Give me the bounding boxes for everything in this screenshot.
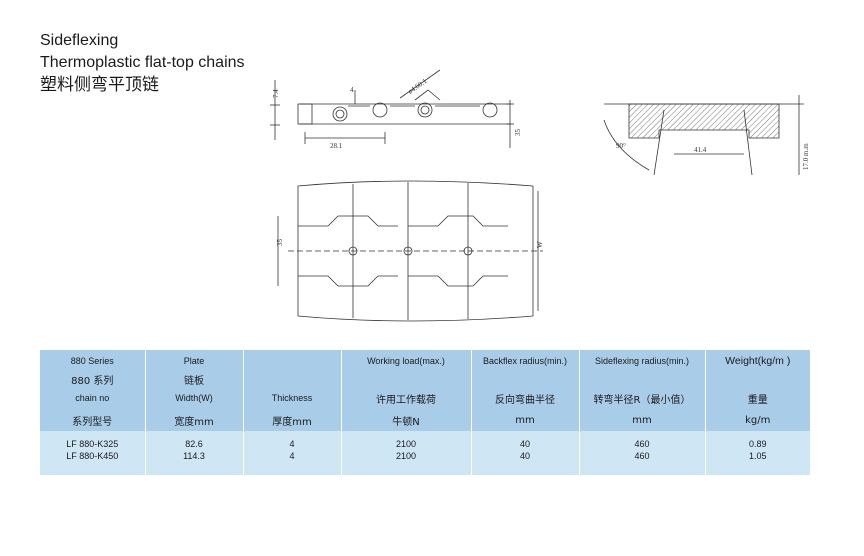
table-cell: 4 (243, 438, 342, 450)
title-thermoplastic: Thermoplastic flat-top chains (40, 54, 245, 71)
table-cell: 1.05 (705, 450, 810, 462)
header-cell: 转弯半径R（最小值） (579, 387, 706, 409)
title-chinese: 塑料侧弯平顶链 (40, 75, 159, 95)
table-cell: 82.6 (145, 438, 244, 450)
header-row-series-cn: 880 系列 链板 (40, 372, 810, 387)
header-cell: 880 系列 (40, 372, 146, 387)
table-cell: 2100 (341, 438, 472, 450)
header-cell: Plate (145, 350, 244, 372)
dim-plan-width: W (536, 241, 544, 248)
dim-plan-left: 35 (276, 239, 284, 247)
table-cell: 2100 (341, 450, 472, 462)
title-sideflexing: Sideflexing (40, 32, 119, 49)
header-row-chain: chain no Width(W) Thickness 许用工作载荷 反向弯曲半… (40, 387, 810, 409)
header-cell: kg/m (705, 409, 810, 431)
chain-section-view-drawing: 41.4 90° 17.0 m.m (603, 95, 810, 176)
header-cell (341, 372, 472, 387)
header-cell: Width(W) (145, 387, 244, 409)
header-cell: mm (579, 409, 706, 431)
table-cell: 40 (471, 450, 580, 462)
header-cell (705, 372, 810, 387)
header-cell (579, 372, 706, 387)
table-row: LF 880-K450 114.3 4 2100 40 460 1.05 (40, 450, 810, 462)
header-cell: 880 Series (40, 350, 146, 372)
table-cell: 114.3 (145, 450, 244, 462)
empty-row (40, 462, 810, 475)
header-cell: Backflex radius(min.) (471, 350, 580, 372)
spec-table: 880 Series Plate Working load(max.) Back… (40, 350, 810, 475)
header-cell: mm (471, 409, 580, 431)
header-cell: Sideflexing radius(min.) (579, 350, 706, 372)
table-row: LF 880-K325 82.6 4 2100 40 460 0.89 (40, 438, 810, 450)
header-cell: 重量 (705, 387, 810, 409)
header-cell: chain no (40, 387, 146, 409)
spacer-row (40, 431, 810, 438)
table-cell: 460 (579, 438, 706, 450)
header-cell: 宽度mm (145, 409, 244, 431)
header-cell (243, 372, 342, 387)
header-cell: Thickness (243, 387, 342, 409)
header-cell (243, 350, 342, 372)
table-cell: LF 880-K450 (40, 450, 146, 462)
title-block: Sideflexing Thermoplastic flat-top chain… (40, 30, 245, 96)
table-cell: 40 (471, 438, 580, 450)
dim-section-right: 17.0 m.m (802, 143, 810, 170)
header-cell: 链板 (145, 372, 244, 387)
dim-section-width: 41.4 (694, 146, 707, 154)
header-cell: 厚度mm (243, 409, 342, 431)
dim-pitch: 28.1 (330, 142, 343, 150)
chain-side-view-drawing: 28.1 4 7.4 35 ø4.60.1 (270, 69, 522, 150)
table-cell: 0.89 (705, 438, 810, 450)
dim-left: 7.4 (272, 89, 280, 98)
table-cell: 4 (243, 450, 342, 462)
header-cell: Working load(max.) (341, 350, 472, 372)
header-cell: Weight(kg/m ) (705, 350, 810, 372)
dim-right: 35 (514, 129, 522, 137)
header-cell: 牛顿N (341, 409, 472, 431)
table-cell: LF 880-K325 (40, 438, 146, 450)
header-row-series: 880 Series Plate Working load(max.) Back… (40, 350, 810, 372)
header-cell (471, 372, 580, 387)
dim-4: 4 (350, 86, 354, 94)
dim-diag: ø4.60.1 (407, 77, 429, 96)
dim-section-angle: 90° (616, 142, 626, 150)
chain-plan-view-drawing: 35 W (276, 180, 544, 322)
header-cell: 许用工作载荷 (341, 387, 472, 409)
table-cell: 460 (579, 450, 706, 462)
header-cell: 系列型号 (40, 409, 146, 431)
header-row-units: 系列型号 宽度mm 厚度mm 牛顿N mm mm kg/m (40, 409, 810, 431)
header-cell: 反向弯曲半径 (471, 387, 580, 409)
